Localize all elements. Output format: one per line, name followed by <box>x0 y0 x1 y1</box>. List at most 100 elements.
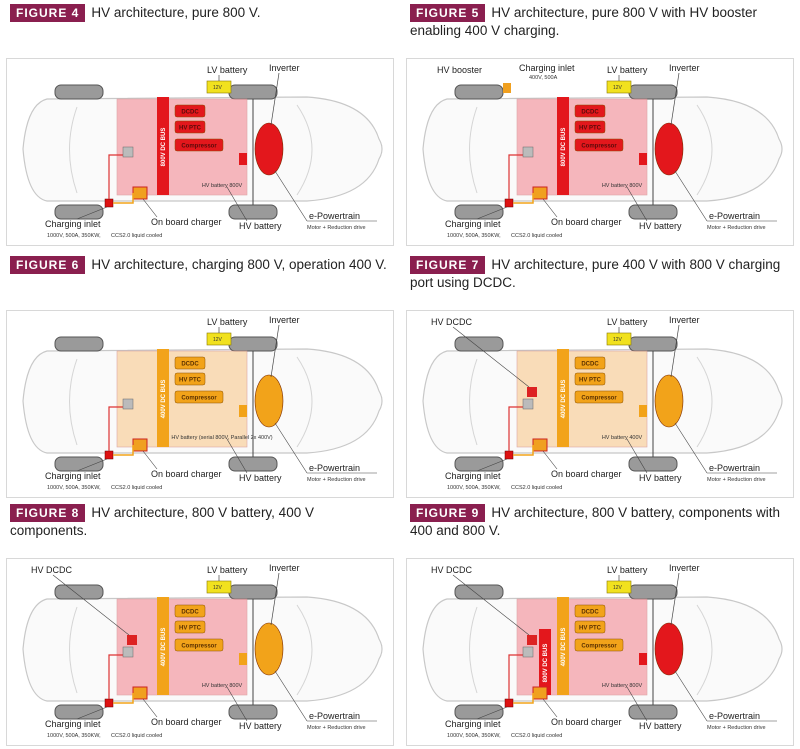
component-label: DCDC <box>181 610 199 616</box>
hv-dcdc-unit <box>527 387 537 397</box>
e-powertrain-label: e-Powertrain <box>709 711 760 721</box>
wheel <box>54 204 104 220</box>
component-label: DCDC <box>581 610 599 616</box>
figure-caption-text: HV architecture, charging 800 V, operati… <box>91 257 387 272</box>
wheel <box>54 456 104 472</box>
charging-cable <box>113 445 134 456</box>
component-box-dcdc <box>174 356 206 370</box>
leader-line <box>670 324 680 378</box>
component-box-compressor <box>174 138 224 152</box>
charging-inlet-port <box>104 450 114 460</box>
leader-line <box>542 698 558 718</box>
leader-line <box>626 186 648 222</box>
lv-battery-label: LV battery <box>207 565 248 575</box>
hv-battery-label: HV battery <box>639 473 682 483</box>
diagram-frame: HV battery (serial 800V, Parallel 2x 400… <box>6 310 394 498</box>
wheel <box>454 336 504 352</box>
on-board-charger-label: On board charger <box>151 217 222 227</box>
leader-line <box>226 186 248 222</box>
leader-line <box>226 438 248 474</box>
car-window-rear <box>469 606 478 694</box>
hv-battery-label: HV battery <box>639 721 682 731</box>
car-window-rear <box>469 106 478 194</box>
car-window-front <box>296 356 313 448</box>
leader-line <box>670 72 680 126</box>
inverter-unit <box>239 405 247 417</box>
inverter-unit <box>639 653 647 665</box>
leader-line <box>76 706 108 720</box>
component-box-hv-ptc <box>174 120 206 134</box>
inverter-label: Inverter <box>269 563 300 573</box>
wheel <box>54 584 104 600</box>
leader-line <box>476 458 508 472</box>
charging-inlet-label: Charging inlet <box>45 719 101 729</box>
charging-cooling: CCS2.0 liquid cooled <box>511 233 562 239</box>
hv-dcdc-label: HV DCDC <box>431 565 473 575</box>
lv-battery-volt: 12V <box>613 85 623 91</box>
wheel <box>454 204 504 220</box>
lv-battery-label: LV battery <box>607 317 648 327</box>
charging-spec: 1000V, 500A, 350KW, <box>47 733 101 739</box>
wheel <box>54 704 104 720</box>
charging-inlet-label: Charging inlet <box>445 219 501 229</box>
leader-line <box>76 458 108 472</box>
charging-spec: 1000V, 500A, 350KW, <box>447 233 501 239</box>
wheel <box>228 84 278 100</box>
e-powertrain-motor <box>654 622 684 676</box>
component-label: HV PTC <box>179 126 202 132</box>
on-board-charger-label: On board charger <box>551 217 622 227</box>
on-board-charger-label: On board charger <box>151 469 222 479</box>
lv-battery-volt: 12V <box>613 337 623 343</box>
hv-battery-text: HV battery 800V <box>602 183 643 189</box>
leader-line <box>626 438 648 474</box>
hv-battery-text: HV battery (serial 800V, Parallel 2x 400… <box>171 435 272 441</box>
charging-spec: 1000V, 500A, 350KW, <box>447 733 501 739</box>
motor-drive-label: Motor + Reduction drive <box>307 477 366 483</box>
figure-tag: FIGURE 9 <box>410 504 486 522</box>
leader-line <box>674 170 708 222</box>
dc-bus-label: 400V DC BUS <box>561 628 567 667</box>
component-label: DCDC <box>581 110 599 116</box>
on-board-charger-unit <box>132 186 148 200</box>
dc-bus-bar <box>557 97 569 195</box>
wheel <box>628 84 678 100</box>
component-label: HV PTC <box>179 378 202 384</box>
e-powertrain-motor <box>654 122 684 176</box>
figure-caption-text: HV architecture, pure 400 V with 800 V c… <box>410 257 781 290</box>
leader-line <box>270 324 280 378</box>
figure-tag: FIGURE 5 <box>410 4 486 22</box>
dc-bus-label: 400V DC BUS <box>561 380 567 419</box>
figure-caption-text: HV architecture, pure 800 V with HV boos… <box>410 5 757 38</box>
component-box-compressor <box>574 390 624 404</box>
component-label: DCDC <box>581 362 599 368</box>
car-window-front <box>296 104 313 196</box>
junction-box <box>122 398 134 410</box>
component-label: Compressor <box>581 396 617 402</box>
charging-inlet-label: Charging inlet <box>45 471 101 481</box>
on-board-charger-label: On board charger <box>551 469 622 479</box>
dc-bus-label: 800V DC BUS <box>161 128 167 167</box>
wheel <box>454 84 504 100</box>
leader-line <box>270 572 280 626</box>
lv-battery-label: LV battery <box>607 565 648 575</box>
hv-battery-text: HV battery 800V <box>602 683 643 689</box>
charging-cable <box>113 693 134 704</box>
component-label: DCDC <box>181 110 199 116</box>
component-label: DCDC <box>181 362 199 368</box>
wheel <box>628 204 678 220</box>
charging-spec: 1000V, 500A, 350KW, <box>47 233 101 239</box>
e-powertrain-label: e-Powertrain <box>309 463 360 473</box>
component-box-dcdc <box>174 104 206 118</box>
leader-line <box>274 670 308 722</box>
charging-spec: 1000V, 500A, 350KW, <box>447 485 501 491</box>
charging-inlet-port <box>104 698 114 708</box>
